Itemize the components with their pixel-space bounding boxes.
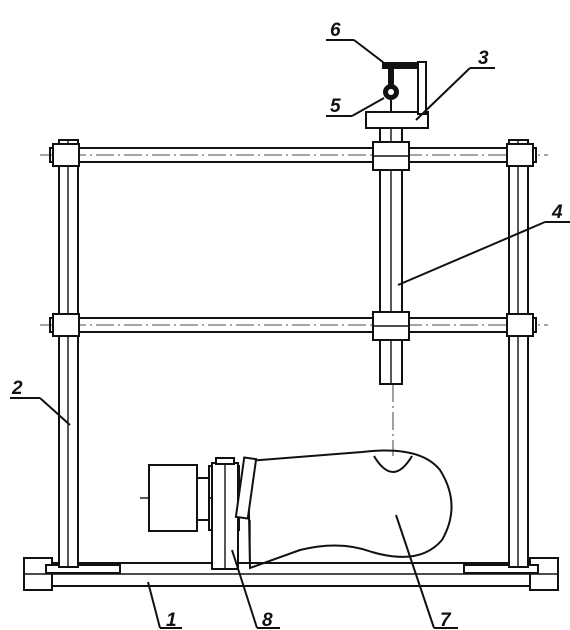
callout-6: 6 xyxy=(330,20,341,41)
callout-1: 1 xyxy=(166,610,177,630)
shoe-last xyxy=(234,449,453,570)
callout-5: 5 xyxy=(330,96,341,117)
support-post xyxy=(211,457,239,570)
right-post xyxy=(508,139,529,568)
callout-3: 3 xyxy=(478,48,489,69)
lower-rod xyxy=(40,313,548,337)
callout-2: 2 xyxy=(11,378,23,399)
base-plate xyxy=(23,557,559,591)
guide-rod xyxy=(372,127,410,456)
leader-lines xyxy=(10,39,570,629)
callout-7: 7 xyxy=(440,610,452,630)
callout-8: 8 xyxy=(262,610,273,630)
upper-rod xyxy=(40,143,548,167)
top-bracket xyxy=(365,61,429,129)
left-post xyxy=(58,139,79,568)
callout-4: 4 xyxy=(551,202,563,223)
